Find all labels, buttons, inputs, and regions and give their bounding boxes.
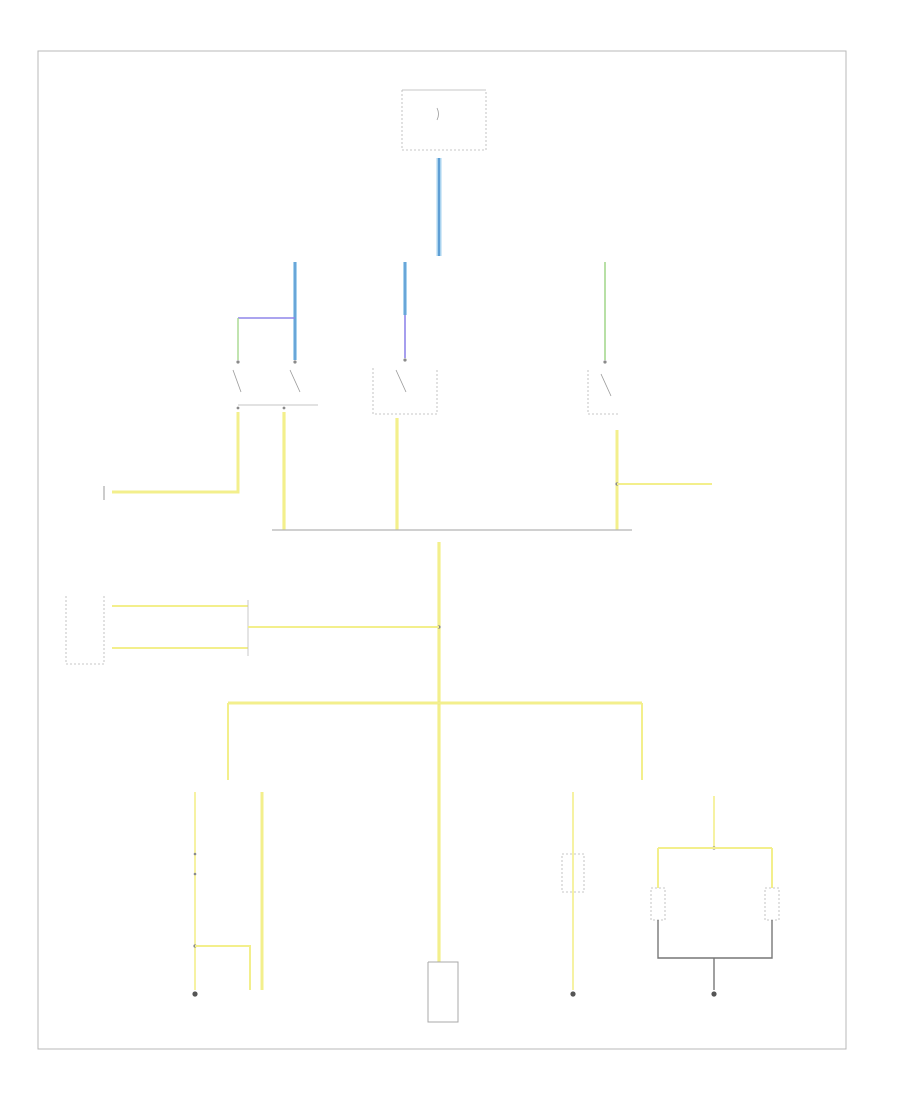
ground-symbols: [192, 991, 717, 997]
lamp-rr: [650, 796, 780, 990]
gnd-rr: [711, 991, 717, 997]
diagram-frame: [37, 50, 847, 1050]
switch-1: [232, 262, 318, 410]
lamp-left: [193, 792, 251, 990]
gnd-left: [192, 991, 198, 997]
switch-3: [587, 262, 618, 415]
lamp-right: [561, 792, 585, 990]
switch-2: [372, 262, 438, 415]
left-module: [65, 596, 249, 665]
gnd-right: [570, 991, 576, 997]
fuse-block: [401, 89, 487, 151]
